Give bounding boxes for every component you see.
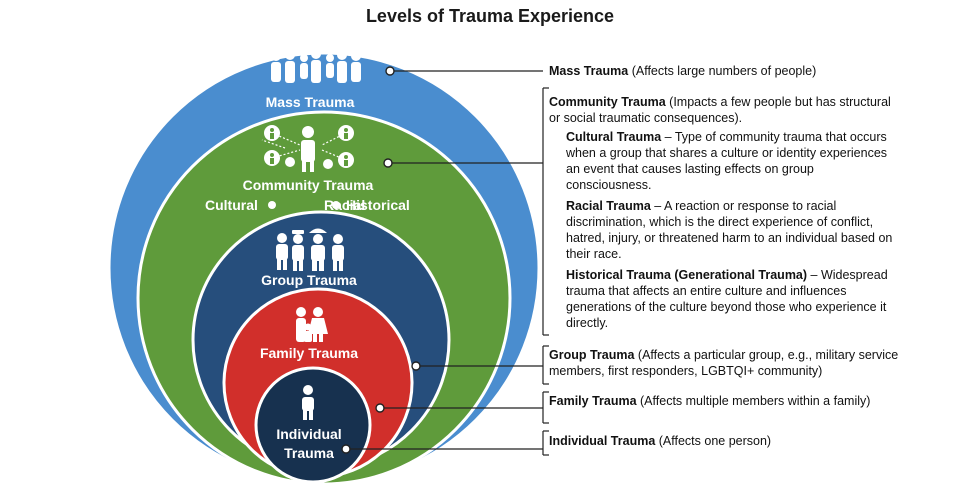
community-subtypes: Cultural Racial Historical xyxy=(205,197,410,213)
family-dot xyxy=(375,403,385,413)
person-icon xyxy=(302,385,314,420)
individual-term: Individual Trauma xyxy=(549,434,656,448)
mass-description: Mass Trauma (Affects large numbers of pe… xyxy=(549,63,969,79)
racial-description: Racial Trauma – A reaction or response t… xyxy=(566,198,896,262)
group-description: Group Trauma (Affects a particular group… xyxy=(549,347,909,379)
cultural-term: Cultural Trauma xyxy=(566,130,662,144)
mass-dot xyxy=(385,66,395,76)
family-description: Family Trauma (Affects multiple members … xyxy=(549,393,879,409)
individual-dot xyxy=(341,444,351,454)
individual-text: (Affects one person) xyxy=(655,434,772,448)
cultural-text: – Type of community trauma that occurs w… xyxy=(566,130,888,192)
community-description: Community Trauma (Impacts a few people b… xyxy=(549,94,904,126)
connector-lines xyxy=(346,70,549,456)
network-people-icon xyxy=(261,125,354,172)
family-text: (Affects multiple members within a famil… xyxy=(636,394,871,408)
cultural-description: Cultural Trauma – Type of community trau… xyxy=(566,129,896,193)
diagram-title: Levels of Trauma Experience xyxy=(365,6,615,26)
racial-text: – A reaction or response to racial discr… xyxy=(566,199,893,261)
connector-dots xyxy=(341,66,421,454)
bullet-dot-icon xyxy=(268,201,276,209)
responders-icon xyxy=(276,228,344,271)
bullet-dot-icon xyxy=(332,201,340,209)
community-trauma-label: Community Trauma xyxy=(243,177,374,193)
family-icon xyxy=(296,307,328,342)
community-term: Community Trauma xyxy=(549,95,666,109)
group-text: (Affects a particular group, e.g., milit… xyxy=(549,348,899,378)
community-text: (Impacts a few people but has structural… xyxy=(549,95,891,125)
mass-term: Mass Trauma xyxy=(549,64,629,78)
racial-term: Racial Trauma xyxy=(566,199,651,213)
crowd-icon xyxy=(271,49,361,83)
group-dot xyxy=(411,361,421,371)
historical-term: Historical Trauma (Generational Trauma) xyxy=(566,268,808,282)
community-sub-racial: Racial xyxy=(324,197,365,213)
community-sub-historical: Historical xyxy=(346,197,410,213)
historical-description: Historical Trauma (Generational Trauma) … xyxy=(566,267,896,331)
mass-trauma-label: Mass Trauma xyxy=(266,94,355,110)
family-term: Family Trauma xyxy=(549,394,637,408)
group-trauma-label: Group Trauma xyxy=(261,272,357,288)
group-term: Group Trauma xyxy=(549,348,635,362)
historical-text: – Widespread trauma that affects an enti… xyxy=(566,268,888,330)
community-dot xyxy=(383,158,393,168)
individual-description: Individual Trauma (Affects one person) xyxy=(549,433,879,449)
individual-label-line2: Trauma xyxy=(284,445,334,461)
individual-label-line1: Individual xyxy=(276,426,341,442)
mass-text: (Affects large numbers of people) xyxy=(628,64,817,78)
individual-trauma-circle xyxy=(254,366,372,484)
family-trauma-label: Family Trauma xyxy=(260,345,358,361)
community-sub-cultural: Cultural xyxy=(205,197,258,213)
